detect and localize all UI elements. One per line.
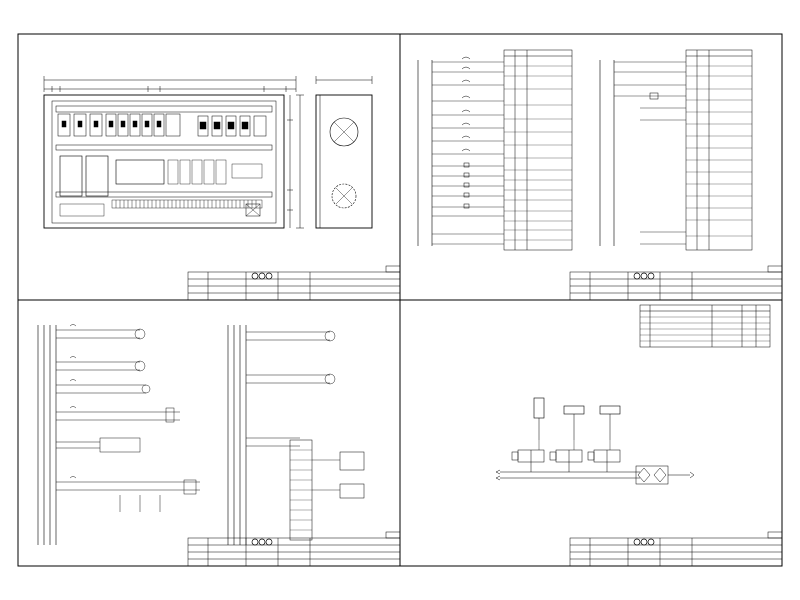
io-input-contacts-left xyxy=(461,56,471,209)
io-table-left xyxy=(503,49,573,251)
dimension-lines xyxy=(43,76,373,229)
sheet-plc-io xyxy=(417,49,753,251)
cylinder-door xyxy=(533,397,545,419)
frl-regulator-symbol xyxy=(653,467,667,483)
title-block-sheet-1 xyxy=(187,265,401,301)
trunking-middle xyxy=(55,144,273,151)
sheet-plc-io-frame xyxy=(399,33,783,301)
servo-motor-symbol xyxy=(339,451,365,471)
company-logo-icon xyxy=(633,272,641,280)
fan-bottom xyxy=(331,183,357,209)
sheet-power-wiring-frame xyxy=(17,299,401,567)
cylinder-clamp-r xyxy=(563,405,585,415)
servo-amplifier-2 xyxy=(85,155,109,197)
servo-motor-symbol-2 xyxy=(339,483,365,499)
io-relay-coil xyxy=(649,92,659,100)
plc-io-modules xyxy=(167,159,263,185)
parts-list-rows xyxy=(640,316,770,342)
io-table-left-rows xyxy=(504,65,572,241)
plc-unit xyxy=(115,159,165,185)
company-logo-icon xyxy=(633,538,641,546)
power-contacts-left xyxy=(69,324,77,479)
breaker-row xyxy=(57,113,267,137)
power-rails-left xyxy=(37,325,57,545)
solenoid-valves xyxy=(511,449,621,463)
servo-connector-pins xyxy=(290,449,312,531)
servo-amplifier-1 xyxy=(59,155,83,197)
air-supply-lines xyxy=(495,462,640,481)
enclosure-side xyxy=(315,94,373,229)
title-block-sheet-4 xyxy=(569,531,783,567)
trunking-bottom xyxy=(55,191,273,198)
sheet-pneumatic xyxy=(495,304,771,485)
title-block-sheet-2 xyxy=(569,265,783,301)
io-rungs-left xyxy=(432,61,504,245)
fan-top xyxy=(329,117,359,147)
mounting-plate xyxy=(51,100,277,224)
sheet-panel-layout-frame xyxy=(17,33,401,301)
earth-bar xyxy=(245,203,261,217)
frl-unit xyxy=(635,465,669,485)
io-table-right xyxy=(685,49,753,251)
trunking-top xyxy=(55,105,273,113)
sheet-panel-layout xyxy=(43,76,373,229)
terminal-label-box xyxy=(59,203,105,217)
enclosure-front xyxy=(43,94,285,229)
sheet-power-wiring xyxy=(37,324,365,545)
company-logo-icon xyxy=(251,272,259,280)
power-rails-right xyxy=(227,325,247,545)
cylinder-clamp-l xyxy=(599,405,621,415)
io-rungs-right xyxy=(614,61,686,245)
io-table-right-rows xyxy=(686,65,752,237)
sheet-pneumatic-frame xyxy=(399,299,783,567)
power-circuits-left xyxy=(56,328,200,512)
title-block-sheet-3 xyxy=(187,531,401,567)
terminal-strip xyxy=(111,199,263,209)
frl-filter-symbol xyxy=(637,467,651,483)
parts-list-table xyxy=(639,304,771,348)
power-circuits-right xyxy=(246,330,336,447)
company-logo-icon xyxy=(251,538,259,546)
